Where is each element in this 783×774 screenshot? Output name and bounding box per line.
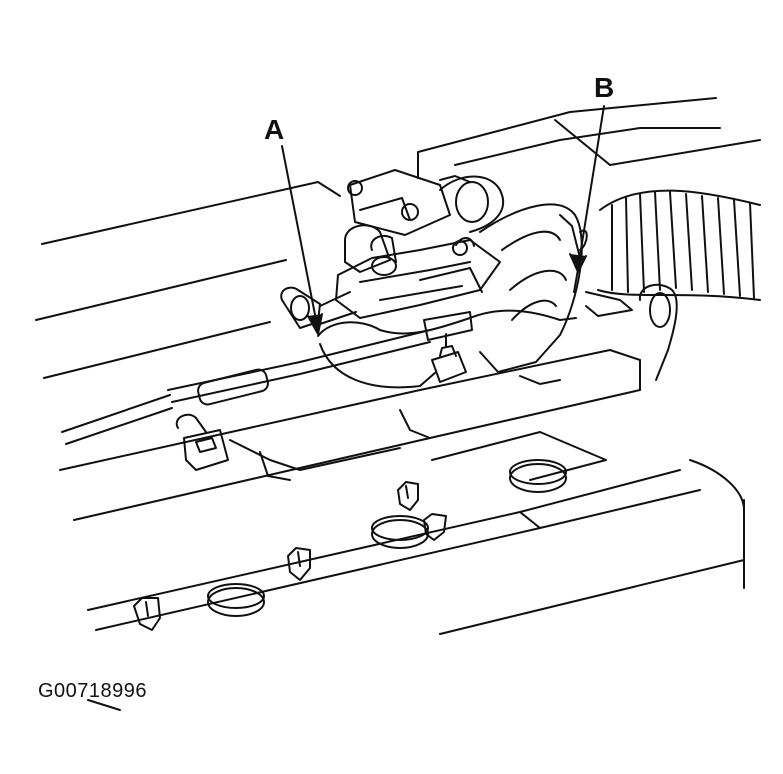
mounting-bracket (638, 283, 678, 381)
callout-leader-a (281, 145, 323, 335)
wire-clips (133, 481, 447, 631)
callout-leader-b (569, 105, 605, 273)
valve-cover (59, 349, 745, 711)
figure-id: G00718996 (38, 680, 148, 702)
left-sensor (175, 413, 229, 471)
linkage-rod (61, 311, 473, 445)
engine-bay-outline (35, 97, 761, 379)
center-bolt (431, 333, 467, 383)
air-intake-duct (597, 189, 761, 301)
callout-label-a: A (264, 114, 285, 145)
callout-label-b: B (594, 72, 615, 103)
throttle-body (280, 169, 505, 329)
cable-bracket-shield (479, 203, 633, 373)
spark-plug-wells (207, 459, 567, 617)
